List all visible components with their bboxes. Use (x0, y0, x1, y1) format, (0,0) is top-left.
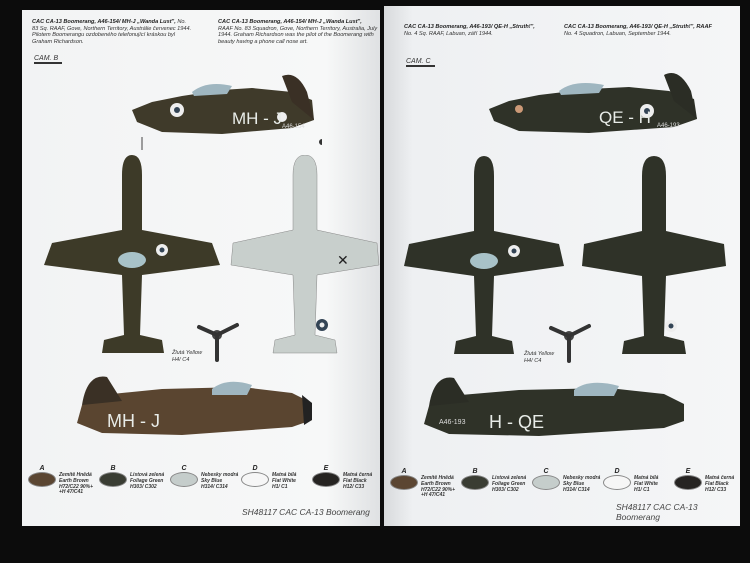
propeller-diagram (197, 323, 239, 362)
paint-a: A (390, 468, 418, 490)
prop-color-label: Žlutá Yellow H4/ C4 (172, 350, 203, 363)
top-view (404, 156, 564, 354)
side-view-bottom: A46-193 H - QE (424, 377, 684, 436)
caption-czech: CAC CA-13 Boomerang, A46-193/ QE-H „Stru… (404, 24, 535, 37)
right-page: CAC CA-13 Boomerang, A46-193/ QE-H „Stru… (384, 6, 740, 526)
footer-title: SH48117 CAC CA-13 Boomerang (242, 507, 370, 517)
serial-number: A46-154 (282, 124, 305, 130)
caption-english: CAC CA-13 Boomerang, A46-154/ MH-J „Wand… (218, 19, 378, 45)
aircraft-code: H - QE (489, 412, 544, 432)
aircraft-code: MH - J (232, 109, 282, 128)
caption-czech: CAC CA-13 Boomerang, A46-154/ MH-J „Wand… (32, 19, 192, 45)
bottom-view: ✕ (230, 155, 380, 354)
paint-b: B (99, 465, 127, 487)
serial-number: A46-193 (657, 123, 680, 129)
left-page: CAC CA-13 Boomerang, A46-154/ MH-J „Wand… (22, 10, 380, 526)
aircraft-code: QE - H (599, 108, 651, 127)
aircraft-code: MH - J (107, 411, 160, 431)
caption-english: CAC CA-13 Boomerang, A46-193/ QE-H „Stru… (564, 24, 712, 37)
bottom-view (582, 156, 726, 354)
paint-d: D (241, 465, 269, 487)
prop-color-label: Žlutá Yellow H4/ C4 (524, 351, 555, 364)
svg-text:✕: ✕ (337, 252, 349, 268)
footer-title: SH48117 CAC CA-13 Boomerang (616, 502, 698, 522)
paint-c: C (532, 468, 560, 490)
paint-a: A (28, 465, 56, 487)
cam-label: CAM. B (34, 55, 63, 64)
paint-d: D (603, 468, 631, 490)
serial-number: A46-193 (439, 419, 466, 426)
paint-c: C (170, 465, 198, 487)
top-view (44, 155, 220, 353)
cam-label: CAM. C (406, 58, 435, 67)
propeller-diagram (549, 324, 591, 363)
paint-e: E (312, 465, 340, 487)
side-view-top: MH - J A46-154 (132, 74, 322, 150)
paint-b: B (461, 468, 489, 490)
paint-e: E (674, 468, 702, 490)
side-view-top: QE - H A46-193 (489, 73, 697, 133)
side-view-bottom: MH - J (77, 376, 312, 435)
